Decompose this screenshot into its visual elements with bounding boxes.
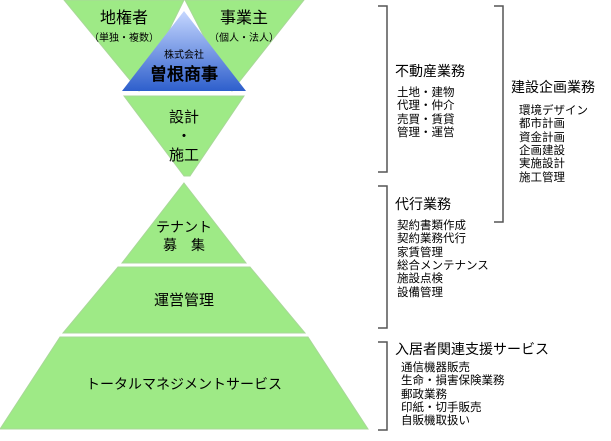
construction-item: 都市計画 <box>519 116 565 131</box>
tenant-tier <box>120 182 248 264</box>
landowner-title: 地権者 <box>100 8 148 27</box>
agency-item: 総合メンテナンス <box>397 257 489 272</box>
total-management-label: トータルマネジメントサービス <box>86 377 282 393</box>
construction-heading: 建設企画業務 <box>511 80 595 96</box>
design-label-line2: ・ <box>176 127 191 145</box>
company-triangle <box>122 11 246 91</box>
bracket-construction <box>494 5 504 223</box>
construction-item: 環境デザイン <box>519 103 588 117</box>
landowner-subtitle: （単独・複数） <box>89 31 159 44</box>
client-subtitle: （個人・法人） <box>209 31 279 44</box>
real-estate-item: 売買・賃貸 <box>397 111 455 126</box>
resident-services-item: 印紙・切手販売 <box>401 399 482 414</box>
construction-item: 企画建設 <box>519 142 565 157</box>
client-title: 事業主 <box>220 8 268 27</box>
agency-item: 設備管理 <box>397 284 443 299</box>
agency-item: 契約書類作成 <box>397 218 466 232</box>
company-name: 曽根商事 <box>150 64 218 85</box>
design-hourglass <box>123 95 245 177</box>
real-estate-item: 代理・仲介 <box>397 98 455 113</box>
resident-services-item: 自販機取扱い <box>401 413 470 428</box>
construction-item: 施工管理 <box>519 169 565 184</box>
construction-item: 資金計画 <box>519 129 565 144</box>
company-type-label: 株式会社 <box>164 48 204 61</box>
real-estate-heading: 不動産業務 <box>395 64 465 80</box>
real-estate-item: 土地・建物 <box>397 85 455 99</box>
operation-tier <box>61 266 307 334</box>
agency-item: 契約業務代行 <box>397 231 466 246</box>
agency-item: 施設点検 <box>397 271 443 286</box>
design-label-line3: 施工 <box>169 146 199 164</box>
construction-item: 実施設計 <box>519 156 565 171</box>
tenant-label-line1: テナント <box>156 220 212 236</box>
bracket-resident <box>378 341 388 431</box>
real-estate-item: 管理・運営 <box>397 124 455 139</box>
resident-services-heading: 入居者関連支援サービス <box>395 342 549 358</box>
bracket-agency <box>378 185 388 329</box>
agency-item: 家賃管理 <box>397 244 443 259</box>
resident-services-item: 通信機器販売 <box>401 360 470 374</box>
operation-label: 運営管理 <box>154 291 214 309</box>
resident-services-item: 生命・損害保険業務 <box>401 373 505 388</box>
resident-services-item: 郵政業務 <box>401 386 447 401</box>
design-label-line1: 設計 <box>169 108 199 126</box>
agency-heading: 代行業務 <box>395 197 451 213</box>
tenant-label-line2: 募 集 <box>163 237 205 254</box>
bracket-real-estate <box>378 5 388 173</box>
total-management-tier <box>0 336 369 430</box>
